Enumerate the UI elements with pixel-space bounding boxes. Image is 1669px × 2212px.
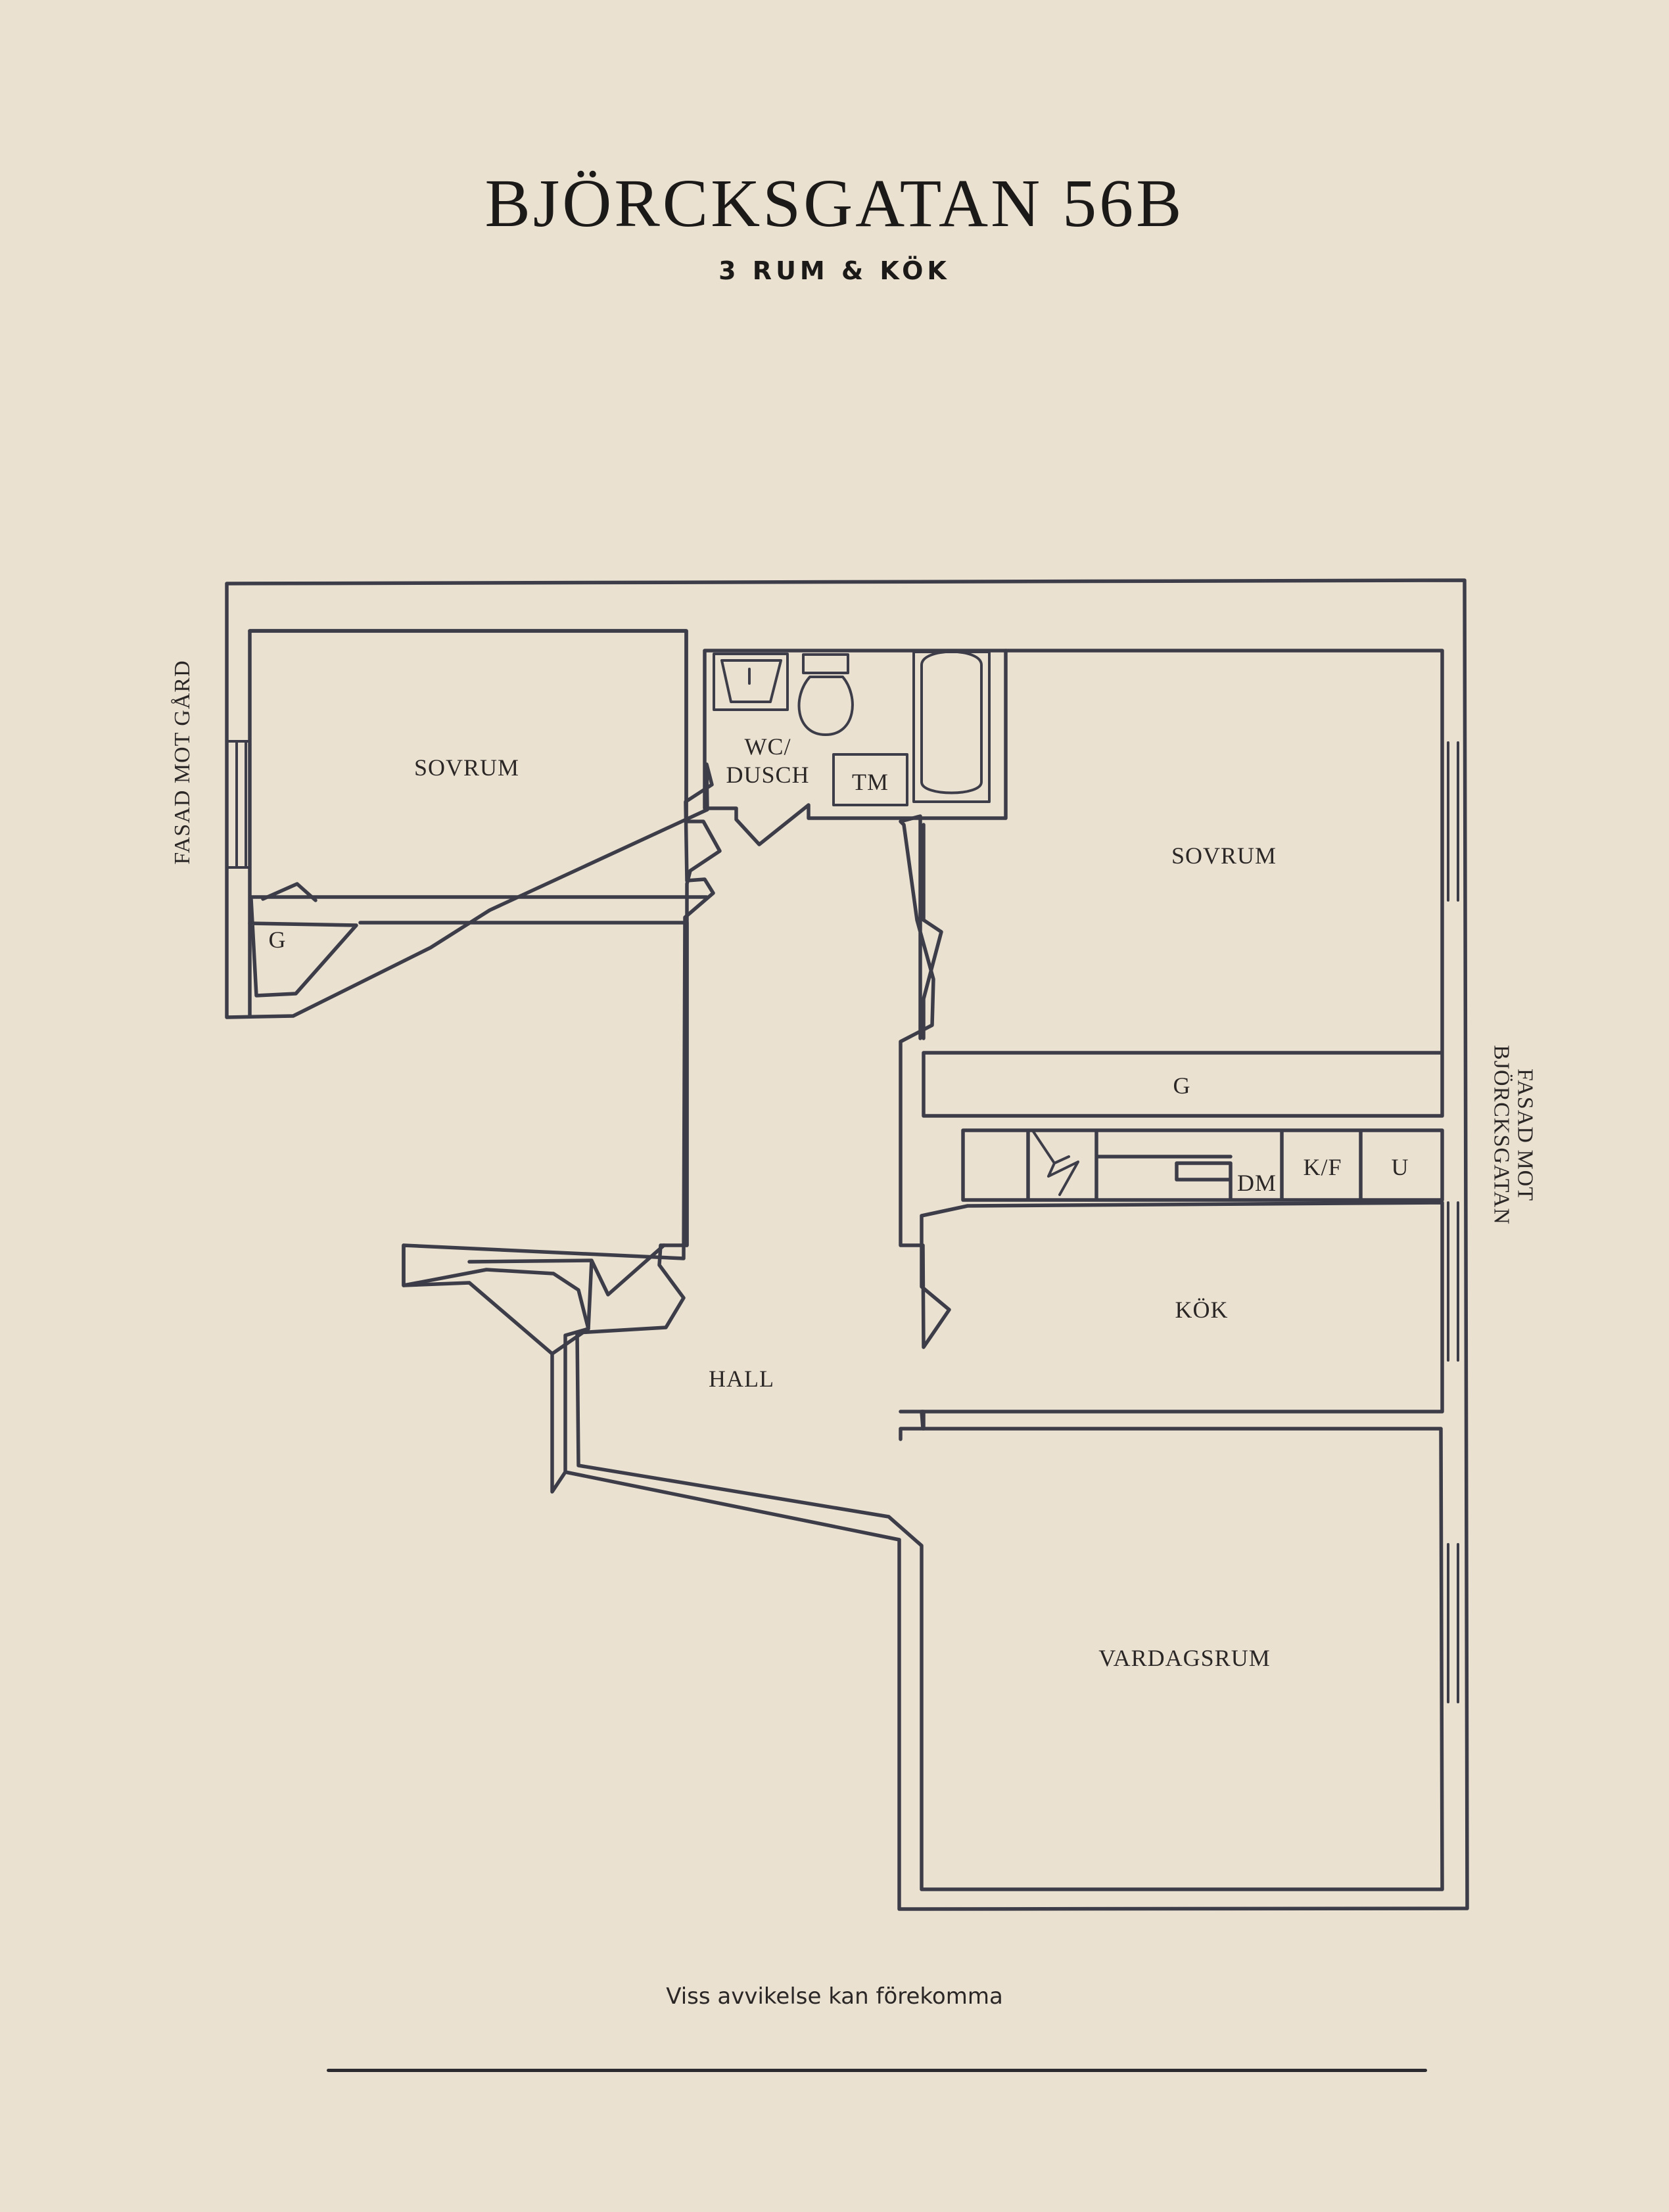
room-wc-dusch: WC/ DUSCH (726, 733, 809, 789)
bottom-divider (327, 2069, 1427, 2072)
window-right-3 (1447, 1543, 1459, 1703)
page-title: BJÖRCKSGATAN 56B (484, 166, 1185, 241)
entrance-walls (402, 1243, 666, 1494)
room-garderob-long: G (1173, 1072, 1191, 1099)
room-tm: TM (852, 769, 889, 795)
facade-label-street: FASAD MOT BJÖRCKSGATAN (1490, 1045, 1538, 1225)
room-sovrum-right: SOVRUM (1171, 842, 1277, 869)
room-garderob-small: G (268, 927, 287, 953)
room-u: U (1391, 1154, 1409, 1180)
facade-label-gard: FASAD MOT GÅRD (170, 660, 195, 865)
facade-label-street-line1: FASAD MOT (1513, 1068, 1538, 1201)
room-wc-line2: DUSCH (726, 762, 810, 788)
sovrum-right-walls (922, 649, 1444, 1118)
toilet-icon (797, 653, 854, 736)
window-left (226, 740, 251, 869)
bathroom-walls (703, 649, 1008, 846)
window-right-2 (1447, 1201, 1459, 1362)
room-hall: HALL (709, 1366, 774, 1392)
kitchen-living-divider (899, 1410, 926, 1441)
room-kok: KÖK (1175, 1297, 1229, 1323)
facade-label-street-line2: BJÖRCKSGATAN (1490, 1045, 1514, 1225)
room-sovrum-left: SOVRUM (413, 754, 520, 781)
bathtub-icon (912, 650, 991, 803)
room-vardagsrum: VARDAGSRUM (1098, 1645, 1271, 1671)
sovrum-left-walls (248, 629, 709, 1247)
room-kf: K/F (1303, 1154, 1342, 1180)
outer-wall (225, 578, 1469, 1911)
window-right-1 (1447, 741, 1459, 902)
page-subtitle: 3 RUM & KÖK (718, 256, 951, 285)
stove-icon (1032, 1130, 1079, 1196)
tm-box (832, 753, 908, 806)
room-dm: DM (1236, 1170, 1277, 1196)
kitchen-counter (961, 1128, 1444, 1202)
sink-icon (713, 653, 789, 711)
disclaimer-text: Viss avvikelse kan förekomma (666, 1983, 1003, 2010)
closet-left (248, 882, 358, 998)
room-wc-line1: WC/ (744, 733, 791, 760)
